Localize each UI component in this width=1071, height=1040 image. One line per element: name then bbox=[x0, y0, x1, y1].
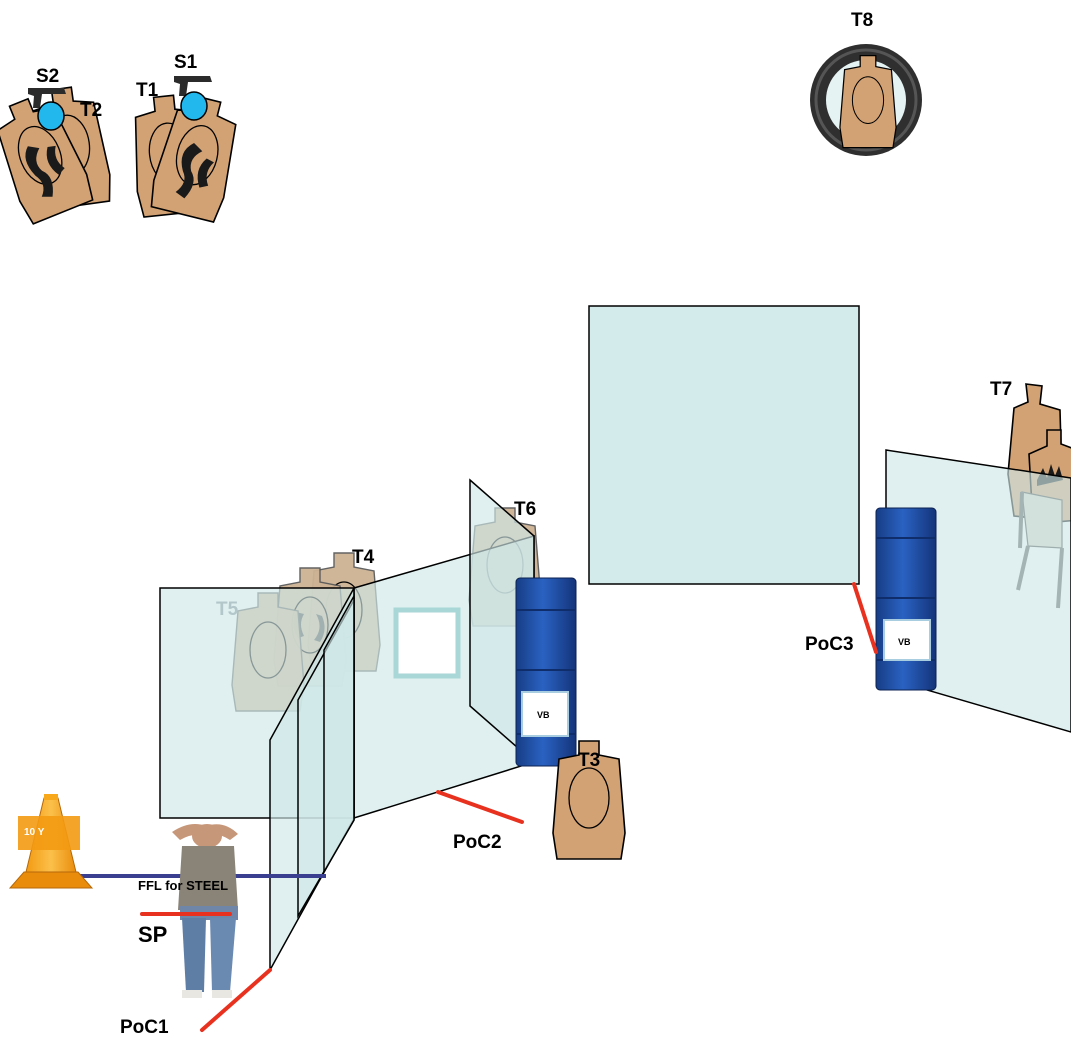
target-t8-tire: T8 bbox=[810, 10, 922, 156]
label-ffl: FFL for STEEL bbox=[138, 878, 228, 893]
barrel-icon: VB bbox=[875, 507, 937, 691]
shooter-figure bbox=[172, 824, 238, 998]
label-s2: S2 bbox=[36, 66, 59, 87]
target-group-t1-s1: S1 T1 bbox=[134, 52, 237, 224]
label-sp: SP bbox=[138, 922, 167, 947]
traffic-cone-icon: 10 Y bbox=[8, 794, 94, 889]
target-t3 bbox=[552, 740, 626, 860]
barrel-icon: VB bbox=[515, 577, 577, 767]
label-s1: S1 bbox=[174, 52, 198, 73]
label-t1: T1 bbox=[136, 80, 159, 101]
label-poc1: PoC1 bbox=[120, 1017, 169, 1038]
label-poc2: PoC2 bbox=[453, 832, 502, 853]
label-t7: T7 bbox=[990, 379, 1012, 400]
rear-wall bbox=[588, 305, 860, 585]
fault-line-poc1 bbox=[200, 968, 272, 1032]
label-t2: T2 bbox=[80, 100, 102, 121]
angled-panel-3 bbox=[323, 593, 355, 875]
pistol-icon bbox=[174, 76, 212, 96]
label-t3: T3 bbox=[578, 750, 600, 771]
pistol-icon bbox=[28, 88, 66, 108]
label-poc3: PoC3 bbox=[805, 634, 854, 655]
cone-label: 10 Y bbox=[24, 827, 45, 838]
label-t4: T4 bbox=[352, 547, 375, 568]
label-t6: T6 bbox=[514, 499, 536, 520]
wall-window bbox=[393, 607, 461, 679]
fault-line-poc2 bbox=[436, 790, 524, 824]
target-group-t2-s2: S2 T2 bbox=[0, 66, 111, 225]
barrel-label-right: VB bbox=[898, 637, 911, 647]
steel-popper-s2 bbox=[37, 101, 65, 131]
steel-popper-s1 bbox=[180, 91, 208, 121]
barrel-label-middle: VB bbox=[537, 710, 550, 720]
fault-line-poc3 bbox=[852, 582, 878, 654]
label-t8: T8 bbox=[851, 10, 873, 31]
